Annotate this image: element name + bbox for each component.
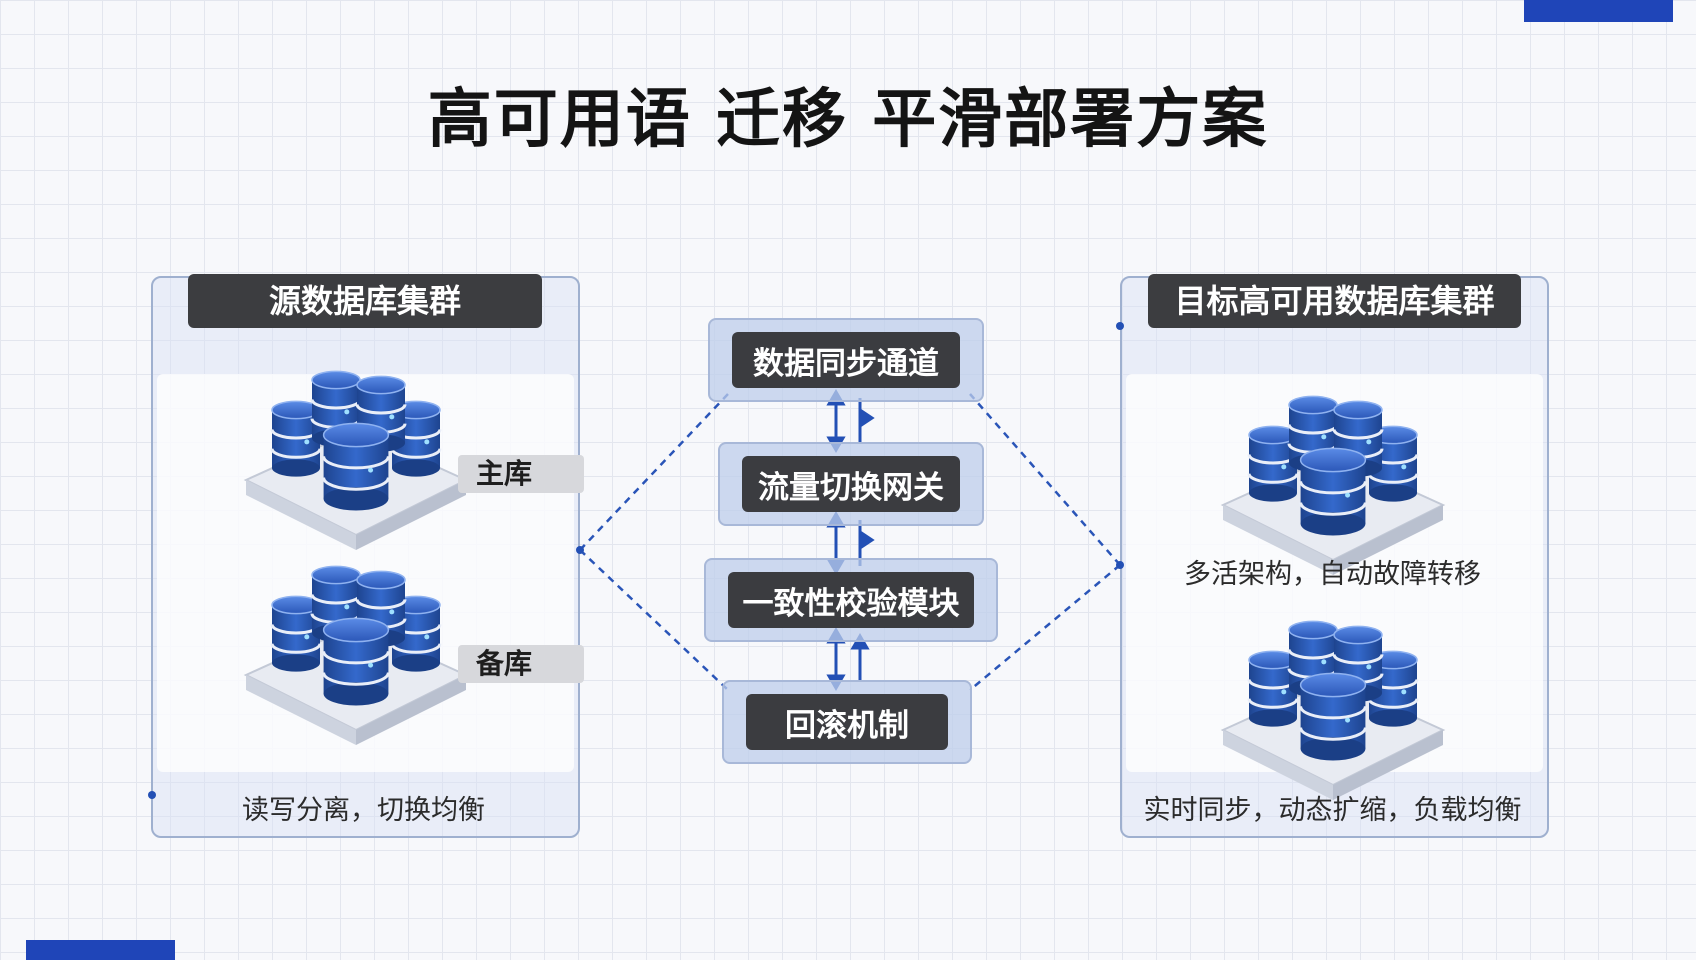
target-db-cluster-icon-top bbox=[1220, 395, 1446, 575]
flow-arrows bbox=[826, 389, 875, 691]
top-right-accent-bar bbox=[1524, 0, 1673, 22]
primary-db-cluster-icon bbox=[243, 370, 469, 550]
primary-db-label: 主库 bbox=[458, 455, 584, 493]
standby-db-cluster-icon bbox=[243, 565, 469, 745]
flow-step-traffic-gateway: 流量切换网关 bbox=[718, 442, 984, 526]
flow-step-label: 数据同步通道 bbox=[732, 332, 960, 388]
page-title: 高可用语 迁移 平滑部署方案 bbox=[427, 83, 1269, 157]
dashed-connectors bbox=[579, 393, 1121, 691]
standby-db-label: 备库 bbox=[458, 645, 584, 683]
flow-step-label: 流量切换网关 bbox=[742, 456, 960, 512]
target-cluster-caption-top: 多活架构，自动故障转移 bbox=[1184, 559, 1481, 590]
flow-step-consistency-check: 一致性校验模块 bbox=[704, 558, 998, 642]
connector-ends bbox=[148, 322, 1124, 799]
flow-step-rollback: 回滚机制 bbox=[722, 680, 972, 764]
source-cluster-caption: 读写分离，切换均衡 bbox=[242, 795, 485, 826]
flow-step-label: 一致性校验模块 bbox=[728, 572, 974, 628]
source-cluster-header: 源数据库集群 bbox=[188, 274, 542, 328]
target-cluster-caption-bottom: 实时同步，动态扩缩，负载均衡 bbox=[1143, 795, 1522, 826]
target-db-cluster-icon-bottom bbox=[1220, 620, 1446, 800]
flow-step-data-sync: 数据同步通道 bbox=[708, 318, 984, 402]
target-cluster-header: 目标高可用数据库集群 bbox=[1148, 274, 1521, 328]
flow-step-label: 回滚机制 bbox=[746, 694, 948, 750]
bottom-left-accent-bar bbox=[26, 940, 175, 960]
